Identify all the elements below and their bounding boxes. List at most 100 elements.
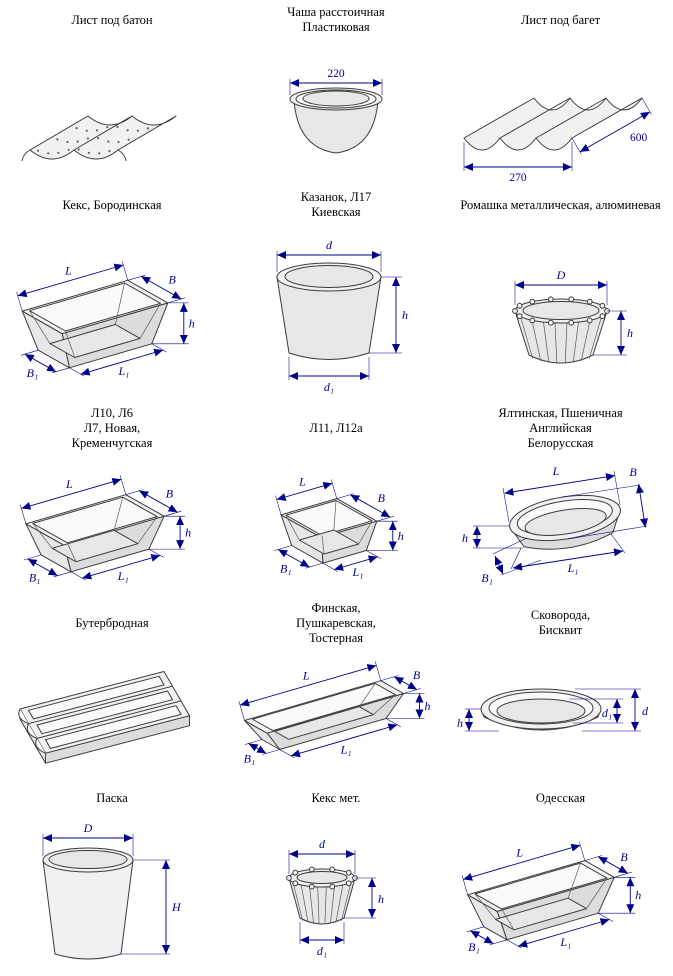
dim-label: B₁ [244, 751, 256, 765]
dim-label: h [189, 316, 195, 330]
cell-sheet-baton: Лист под батон [0, 0, 224, 185]
dim-label: h [457, 716, 463, 730]
cell-buterbrodnaya: Бутербродная [0, 595, 224, 780]
dim-label: h [635, 888, 641, 902]
form-title: Паска [0, 780, 224, 816]
cell-sheet-baguette: Лист под багет 600 270 [448, 0, 673, 185]
form-title-line: Кременчугская [71, 435, 153, 450]
dim-label: 600 [630, 132, 648, 144]
form-title-line: Л11, Л12а [309, 420, 363, 435]
dim-label: B₁ [27, 366, 39, 380]
dim-label: L [298, 474, 306, 488]
dim-label: B₁ [280, 561, 292, 575]
dim-label: L [65, 477, 73, 491]
dim-label: B [620, 850, 628, 864]
dim-label: B [166, 487, 174, 501]
dim-label: B₁ [29, 570, 41, 584]
dim-label: L₁ [340, 742, 352, 756]
sheet-baguette-drawing: 600 270 [463, 97, 652, 184]
dim-label: B [378, 491, 386, 505]
form-title: Одесская [448, 780, 673, 816]
dim-label: L [64, 263, 72, 277]
dim-label: L₁ [351, 565, 363, 579]
dim-label: L [302, 668, 310, 682]
form-title: Лист под багет [448, 0, 673, 40]
form-title: Кекс мет. [224, 780, 448, 816]
form-title-line: Бисквит [538, 623, 583, 637]
dim-label: h [627, 326, 633, 340]
dim-label: h [378, 892, 384, 906]
proofing-bowl-drawing: 220 [289, 68, 383, 154]
dim-label: h [402, 308, 408, 322]
dim-label: d [642, 704, 649, 718]
dim-label: 270 [509, 172, 527, 184]
form-title-line: Бутербродная [75, 615, 149, 630]
dim-label: B [629, 465, 637, 479]
dim-label: L [551, 464, 559, 478]
form-title: Л11, Л12а [224, 400, 448, 456]
form-title-line: Английская [529, 420, 592, 435]
form-title-line: Л10, Л6 [91, 405, 133, 420]
form-title-line: Пушкаревская, [296, 615, 376, 630]
form-title-line: Кекс, Бородинская [62, 197, 162, 212]
dim-label: H [171, 900, 182, 914]
form-title-line: Ялтинская, Пшеничная [498, 405, 623, 420]
romashka-drawing: Dh [511, 268, 633, 364]
form-title-line: Кекс мет. [311, 790, 361, 805]
dim-label: d₁ [317, 944, 327, 958]
dim-label: h [185, 526, 191, 540]
form-title-line: Белорусская [527, 435, 594, 450]
dim-label: L [515, 845, 523, 859]
paska-drawing: DH [42, 821, 182, 960]
dim-label: L₁ [117, 569, 129, 583]
form-title-line: Лист под багет [520, 12, 601, 27]
form-title: Финская,Пушкаревская,Тостерная [224, 595, 448, 651]
cell-skovoroda-biskvit: Сковорода,Бисквит d₁ d h [448, 595, 673, 780]
dim-label: D [555, 268, 565, 282]
dim-label: B₁ [481, 571, 493, 585]
buterbrodnaya-drawing [18, 671, 190, 764]
form-title-line: Тостерная [308, 630, 364, 645]
form-title-line: Лист под батон [71, 12, 153, 27]
sheet-baton-drawing [21, 115, 177, 162]
form-title: Лист под батон [0, 0, 224, 40]
dim-label: d₁ [601, 706, 611, 720]
form-title-line: Киевская [311, 205, 361, 219]
form-title-line: Пластиковая [302, 20, 370, 34]
form-title: Сковорода,Бисквит [448, 595, 673, 651]
dim-label: L₁ [117, 364, 129, 378]
form-title: Ромашка металлическая, алюминевая [448, 185, 673, 225]
dim-label: D [83, 821, 93, 835]
dim-label: B₁ [468, 940, 480, 954]
form-title-line: Финская, [311, 600, 361, 615]
form-title-line: Чаша расстоичная [287, 5, 385, 19]
skovoroda-biskvit-drawing: d₁ d h [457, 688, 649, 732]
form-title-line: Одесская [535, 790, 586, 805]
dim-label: h [398, 529, 404, 543]
dim-label: d₁ [324, 380, 334, 394]
dim-label: B [169, 273, 177, 287]
dim-label: h [425, 699, 431, 713]
form-title-line: Казанок, Л17 [300, 190, 372, 204]
